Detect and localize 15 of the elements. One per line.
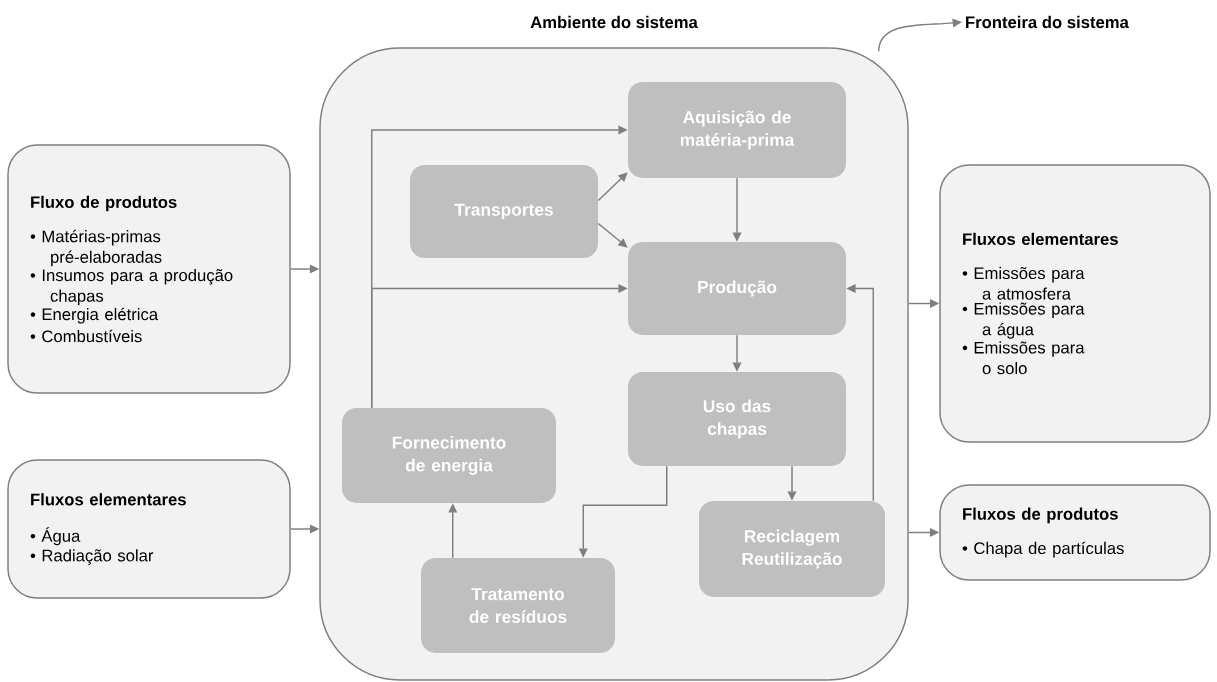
process-box: Aquisição de matéria-prima: [628, 82, 846, 178]
heading: Ambiente do sistema: [530, 15, 698, 29]
boundary-label: Fronteira do sistema: [966, 15, 1129, 29]
arrow: [597, 172, 628, 202]
flow-box: Fluxos de produtos • Chapa de partículas: [939, 484, 1211, 581]
process-box: Fornecimento de energia: [342, 408, 556, 503]
process-box: Produção: [628, 242, 846, 335]
flow-box: Fluxos elementares • Emissões para a atmosfera • Emissões para a água • Emissões para o solo: [939, 164, 1211, 443]
arrow: [597, 222, 628, 248]
process-box: Uso das chapas: [628, 372, 846, 466]
flow-box: Fluxos elementares • Água • Radiação solar: [7, 459, 291, 599]
process-box: Reciclagem Reutilização: [699, 501, 885, 597]
flow-box: Fluxo de produtos • Matérias-primas pré-elaboradas • Insumos para a produção chapas • Energia elétrica • Combustíveis: [7, 144, 291, 394]
process-box: Transportes: [410, 165, 598, 258]
process-box: Tratamento de resíduos: [421, 558, 615, 653]
